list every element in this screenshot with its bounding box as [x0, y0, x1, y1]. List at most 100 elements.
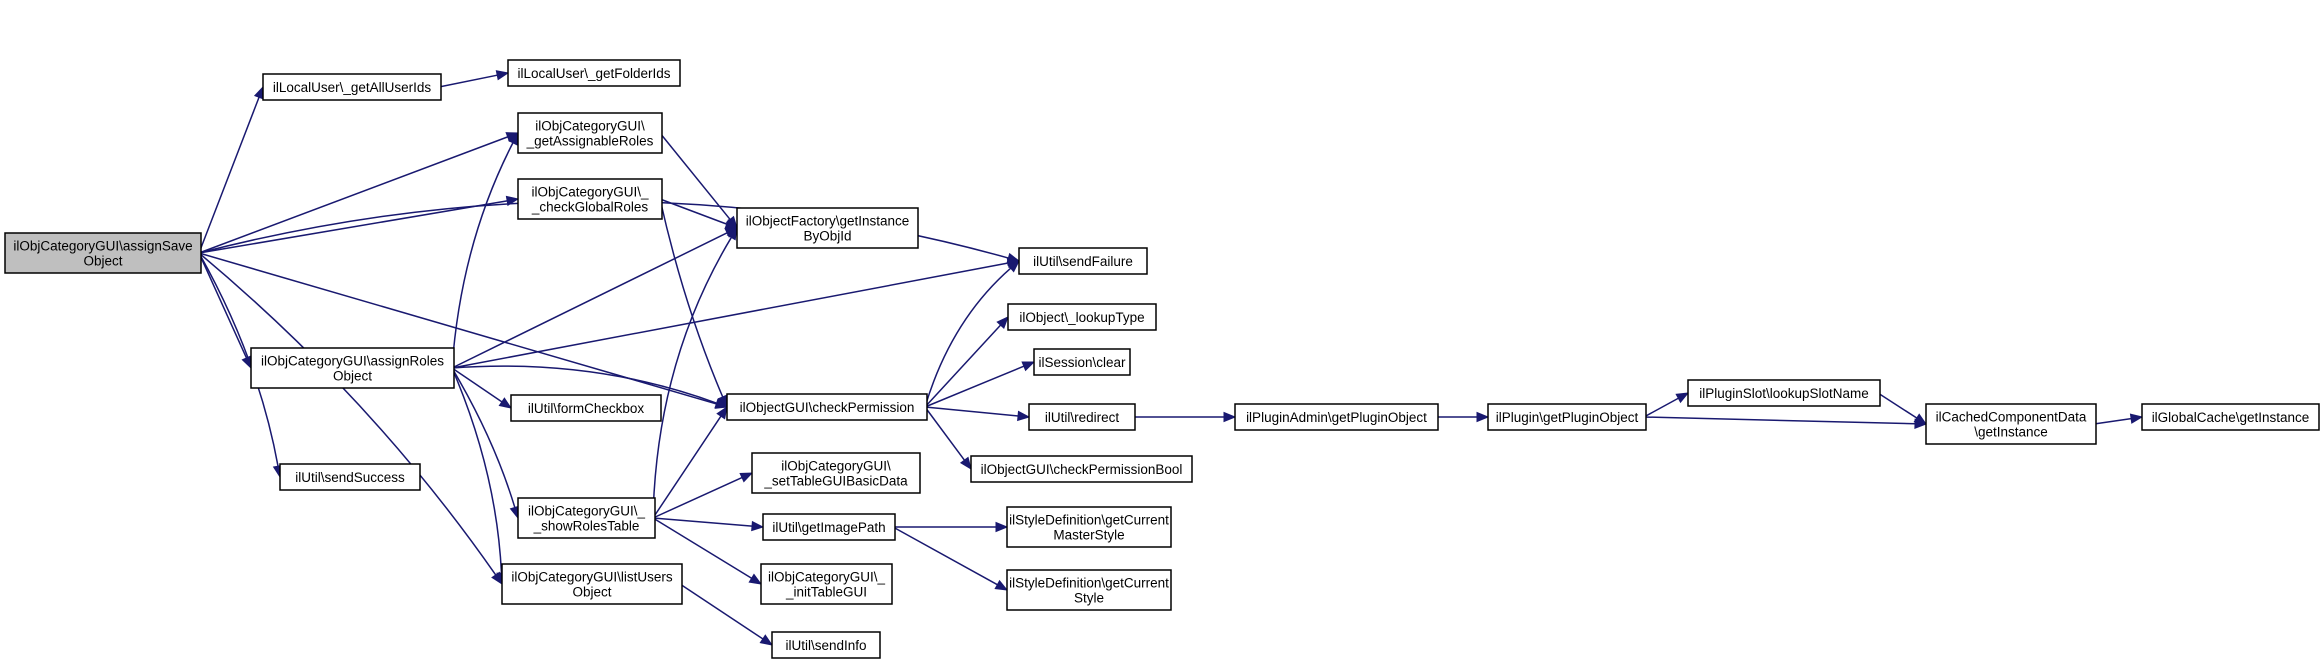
edge-lookupSlotName-to-cachedGetInstance — [1877, 392, 1928, 425]
edge-line — [198, 252, 717, 405]
edge-line — [451, 142, 514, 369]
node-global-cache-get-instance[interactable]: ilGlobalCache\getInstance — [2141, 403, 2320, 431]
node-plugin-get[interactable]: ilPlugin\getPluginObject — [1487, 403, 1647, 431]
node-box — [1925, 403, 2097, 445]
node-lookup-slot-name[interactable]: ilPluginSlot\lookupSlotName — [1687, 379, 1881, 407]
node-box — [1028, 403, 1136, 431]
node-cached-get-instance[interactable]: ilCachedComponentData\getInstance — [1925, 403, 2097, 445]
edge-checkPermission-to-sendFailure — [924, 260, 1020, 408]
node-check-global-roles[interactable]: ilObjCategoryGUI\__checkGlobalRoles — [517, 178, 663, 220]
node-label: ilObjCategoryGUI\ — [535, 119, 645, 134]
edge-line — [659, 198, 724, 398]
node-box — [736, 207, 919, 249]
arrowhead — [1476, 411, 1490, 423]
edge-line — [924, 324, 1002, 408]
node-get-image-path[interactable]: ilUtil\getImagePath — [762, 513, 896, 541]
arrowhead — [996, 316, 1009, 330]
edge-line — [652, 476, 743, 519]
node-label: ilGlobalCache\getInstance — [2152, 410, 2310, 425]
node-label: ilObjCategoryGUI\ — [781, 459, 891, 474]
edge-checkPermission-to-lookupType — [924, 316, 1009, 408]
node-label: Object — [333, 369, 372, 384]
node-session-clear[interactable]: ilSession\clear — [1033, 348, 1131, 376]
edge-assignRolesObject-to-formCheckbox — [451, 367, 513, 409]
arrowhead — [1913, 413, 1928, 425]
node-label: ilObjectGUI\checkPermission — [740, 400, 915, 415]
edge-pluginGet-to-lookupSlotName — [1643, 392, 1690, 418]
edge-pluginGet-to-cachedGetInstance — [1643, 416, 1928, 429]
node-show-roles-table[interactable]: ilObjCategoryGUI\__showRolesTable — [517, 497, 656, 539]
node-get-assignable-roles[interactable]: ilObjCategoryGUI\_getAssignableRoles — [517, 112, 663, 154]
edge-line — [451, 262, 1009, 369]
arrowhead — [748, 573, 763, 585]
node-box — [762, 513, 896, 541]
arrowhead — [1021, 361, 1036, 372]
edge-root-to-getAssignableRoles — [198, 132, 520, 254]
node-lookup-type[interactable]: ilObject\_lookupType — [1007, 303, 1157, 331]
edge-line — [659, 132, 731, 220]
edge-line — [451, 367, 503, 403]
node-send-success[interactable]: ilUtil\sendSuccess — [279, 463, 421, 491]
node-box — [771, 631, 881, 659]
node-get-folder-ids[interactable]: ilLocalUser\_getFolderIds — [507, 59, 681, 87]
node-init-table-g-u-i[interactable]: ilObjCategoryGUI\__initTableGUI — [760, 563, 893, 605]
edge-root-to-getAllUserIds — [198, 85, 264, 254]
node-label: ilObjectFactory\getInstance — [746, 214, 910, 229]
edge-line — [451, 232, 728, 369]
node-check-permission-bool[interactable]: ilObjectGUI\checkPermissionBool — [970, 455, 1193, 483]
node-form-checkbox[interactable]: ilUtil\formCheckbox — [510, 394, 662, 422]
node-redirect[interactable]: ilUtil\redirect — [1028, 403, 1136, 431]
edge-line — [2093, 417, 2132, 425]
node-box — [4, 232, 202, 274]
edge-assignRolesObject-to-getAssignableRoles — [451, 131, 519, 369]
edge-line — [924, 267, 1012, 408]
node-label: _initTableGUI — [785, 585, 867, 600]
edge-showRolesTable-to-getInstanceByObjId — [652, 226, 738, 519]
edge-line — [892, 526, 998, 586]
node-label: _showRolesTable — [533, 519, 640, 534]
node-label: ilUtil\sendSuccess — [295, 470, 405, 485]
node-box — [1033, 348, 1131, 376]
edge-line — [1643, 416, 1916, 425]
node-get-all-user-ids[interactable]: ilLocalUser\_getAllUserIds — [262, 73, 442, 101]
node-label: ilObject\_lookupType — [1019, 310, 1144, 325]
edge-getImagePath-to-getCurrentMasterStyle — [893, 521, 1009, 533]
arrowhead — [994, 579, 1009, 591]
node-check-permission[interactable]: ilObjectGUI\checkPermission — [726, 393, 928, 421]
edge-line — [924, 406, 966, 461]
edge-line — [451, 365, 717, 404]
edge-line — [1643, 397, 1679, 418]
node-label: ilObjCategoryGUI\_ — [531, 185, 649, 200]
arrowhead — [505, 195, 520, 207]
call-graph-edges — [198, 70, 2144, 646]
edge-checkGlobalRoles-to-checkPermission — [659, 198, 728, 409]
node-label: ilUtil\sendFailure — [1033, 254, 1133, 269]
edge-line — [652, 415, 722, 519]
node-label: Object — [83, 254, 122, 269]
node-send-info[interactable]: ilUtil\sendInfo — [771, 631, 881, 659]
node-box — [1007, 303, 1157, 331]
node-label: ilObjCategoryGUI\listUsers — [511, 570, 673, 585]
node-set-table-g-u-i-basic-data[interactable]: ilObjCategoryGUI\_setTableGUIBasicData — [751, 452, 921, 494]
node-box — [279, 463, 421, 491]
node-send-failure[interactable]: ilUtil\sendFailure — [1018, 247, 1148, 275]
node-box — [1687, 379, 1881, 407]
node-box — [1018, 247, 1148, 275]
edge-showRolesTable-to-setTableGUIBasicData — [652, 472, 754, 519]
arrowhead — [1006, 260, 1020, 273]
node-box — [726, 393, 928, 421]
node-box — [751, 452, 921, 494]
arrowhead — [959, 456, 972, 471]
edge-line — [451, 367, 503, 574]
node-box — [517, 497, 656, 539]
node-label: ilLocalUser\_getAllUserIds — [273, 80, 432, 95]
edge-line — [659, 198, 727, 225]
node-plugin-admin-get[interactable]: ilPluginAdmin\getPluginObject — [1234, 403, 1439, 431]
arrowhead — [1675, 392, 1690, 404]
